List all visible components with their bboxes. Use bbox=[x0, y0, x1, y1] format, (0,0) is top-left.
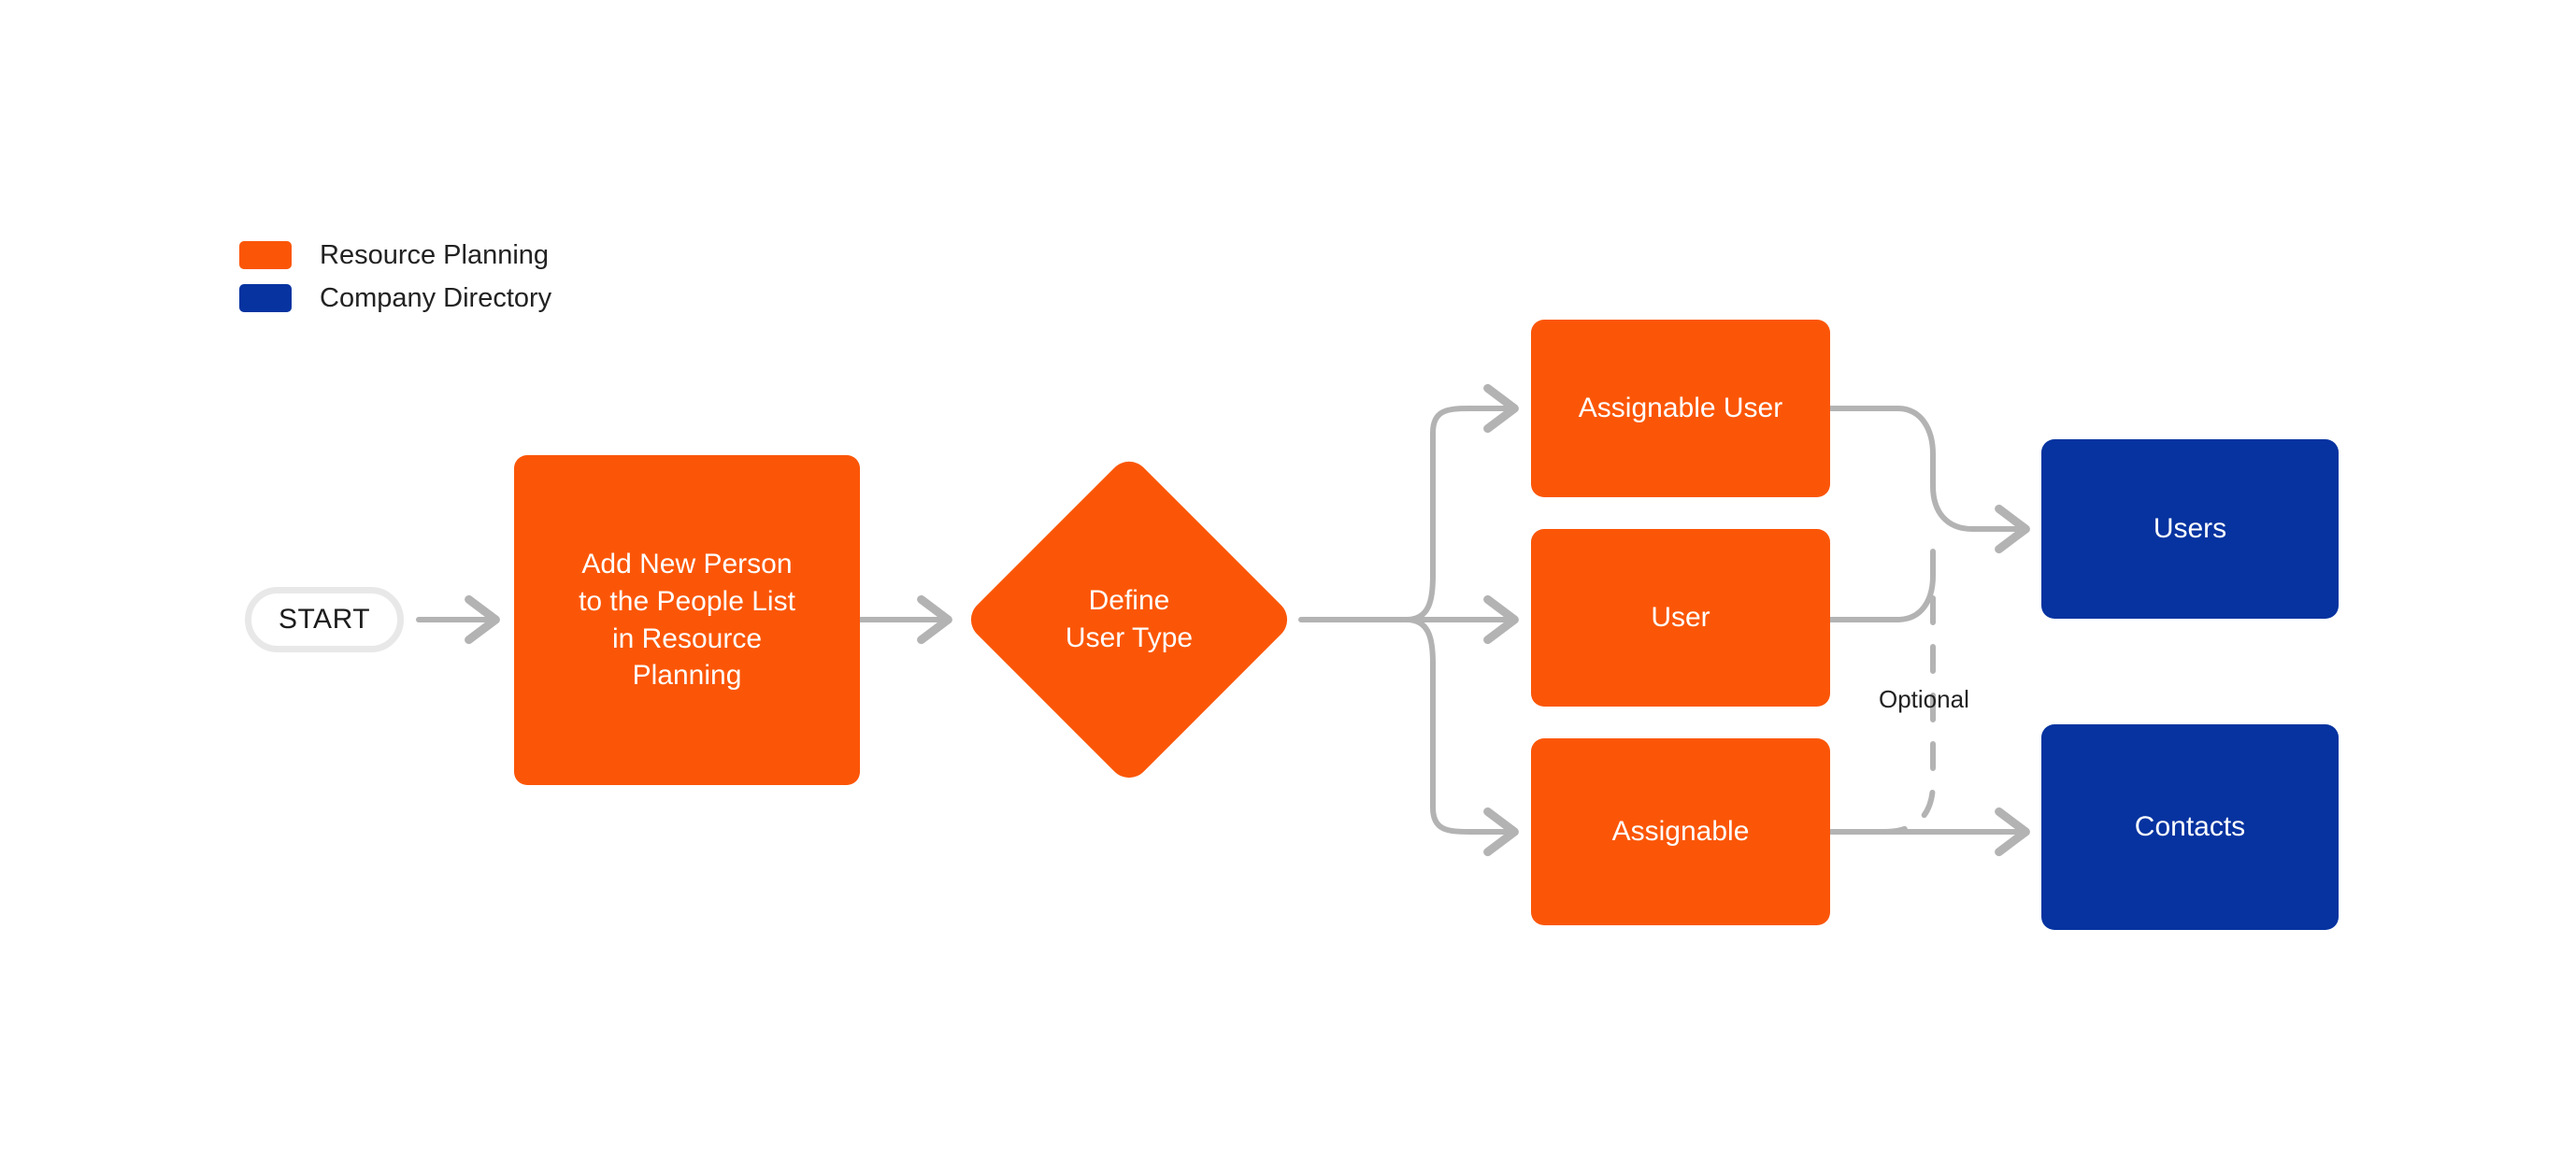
node-contacts[interactable]: Contacts bbox=[2041, 724, 2339, 930]
node-user[interactable]: User bbox=[1531, 529, 1830, 707]
square-swatch-icon-resource-planning bbox=[239, 241, 292, 269]
node-users-label: Users bbox=[2153, 513, 2227, 545]
legend-item-resource-planning: Resource Planning bbox=[239, 234, 551, 277]
node-assignable-user[interactable]: Assignable User bbox=[1531, 320, 1830, 497]
legend-item-company-directory: Company Directory bbox=[239, 277, 551, 320]
node-assignable[interactable]: Assignable bbox=[1531, 738, 1830, 925]
legend: Resource Planning Company Directory bbox=[239, 234, 551, 320]
node-users[interactable]: Users bbox=[2041, 439, 2339, 619]
node-start[interactable]: START bbox=[245, 587, 404, 652]
node-assignable-label: Assignable bbox=[1611, 816, 1750, 848]
legend-label-resource-planning: Resource Planning bbox=[320, 239, 550, 270]
legend-label-company-directory: Company Directory bbox=[320, 282, 552, 313]
node-assignable-user-label: Assignable User bbox=[1578, 393, 1783, 424]
node-define-user-type[interactable]: Define User Type bbox=[962, 452, 1296, 787]
node-contacts-label: Contacts bbox=[2134, 811, 2246, 843]
edge-user-to-users bbox=[1827, 549, 1936, 622]
node-user-label: User bbox=[1651, 602, 1710, 634]
edge-assignable-user-to-users bbox=[1827, 406, 2030, 554]
node-add-new-person-label: Add New Person to the People List in Res… bbox=[579, 549, 795, 692]
node-define-user-type-label: Define User Type bbox=[1065, 585, 1194, 653]
node-add-new-person[interactable]: Add New Person to the People List in Res… bbox=[514, 455, 860, 785]
node-start-label: START bbox=[278, 604, 371, 636]
edge-optional-dashed bbox=[1882, 595, 1936, 835]
edge-label-optional: Optional bbox=[1879, 685, 1969, 713]
edge-decision-to-assignable-user bbox=[1404, 383, 1519, 622]
edge-decision-to-assignable bbox=[1404, 617, 1519, 857]
square-swatch-icon-company-directory bbox=[239, 284, 292, 312]
